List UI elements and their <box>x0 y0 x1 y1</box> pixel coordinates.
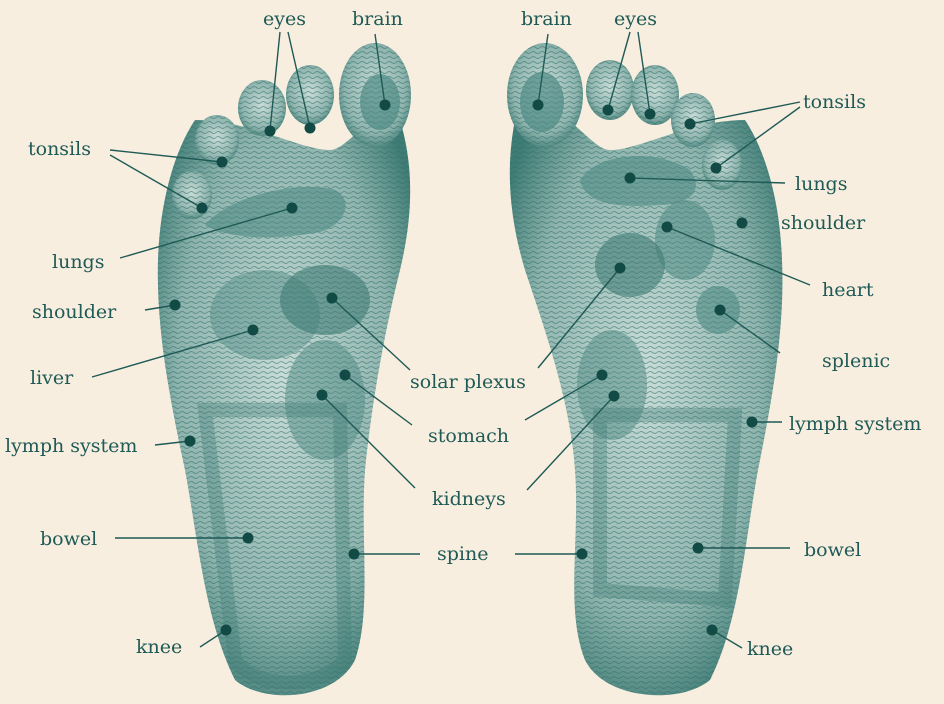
dot-right-tonsils-1 <box>685 119 696 130</box>
dot-right-heart <box>662 222 673 233</box>
dot-left-shoulder <box>170 300 181 311</box>
dot-right-shoulder <box>737 218 748 229</box>
label-kidneys: kidneys <box>432 488 506 510</box>
dot-right-lungs <box>625 173 636 184</box>
dot-right-bowel <box>693 543 704 554</box>
label-left-tonsils: tonsils <box>28 138 91 160</box>
label-left-bowel: bowel <box>40 528 97 550</box>
dot-left-tonsils-2 <box>197 203 208 214</box>
label-left-eyes: eyes <box>263 8 306 30</box>
left-foot <box>158 43 411 695</box>
label-spine: spine <box>437 543 488 565</box>
dot-left-lungs <box>287 203 298 214</box>
dot-left-tonsils-1 <box>217 157 228 168</box>
dot-left-lymph <box>185 436 196 447</box>
dot-right-tonsils-2 <box>711 163 722 174</box>
dot-left-bowel <box>243 533 254 544</box>
label-right-bowel: bowel <box>804 539 861 561</box>
dot-left-liver <box>248 325 259 336</box>
dot-right-eyes-1 <box>603 105 614 116</box>
dot-left-brain <box>380 100 391 111</box>
label-left-lungs: lungs <box>52 251 104 273</box>
right-foot <box>507 43 782 695</box>
dot-left-eyes-2 <box>305 123 316 134</box>
dot-left-eyes-1 <box>265 126 276 137</box>
label-right-tonsils: tonsils <box>803 91 866 113</box>
left-kidney-zone <box>285 340 365 460</box>
label-right-brain: brain <box>521 8 572 30</box>
label-left-brain: brain <box>352 8 403 30</box>
dot-right-brain <box>533 100 544 111</box>
dot-left-stomach <box>340 370 351 381</box>
dot-left-knee <box>221 625 232 636</box>
label-stomach: stomach <box>428 425 509 447</box>
dot-left-kidneys <box>317 390 328 401</box>
dot-right-kidneys <box>609 391 620 402</box>
dot-left-spine <box>349 549 360 560</box>
label-solar-plexus: solar plexus <box>410 371 526 393</box>
label-right-eyes: eyes <box>614 8 657 30</box>
label-right-lymph: lymph system <box>789 413 921 435</box>
label-right-lungs: lungs <box>795 173 847 195</box>
dot-right-spine <box>577 549 588 560</box>
right-stomach-zone <box>577 330 647 440</box>
label-right-knee: knee <box>747 638 793 660</box>
label-left-knee: knee <box>136 636 182 658</box>
dot-right-eyes-2 <box>645 109 656 120</box>
dot-right-lymph <box>747 417 758 428</box>
label-liver: liver <box>30 367 74 389</box>
label-left-lymph: lymph system <box>5 435 137 457</box>
dot-left-solar-plexus <box>327 293 338 304</box>
label-splenic: splenic <box>822 350 890 372</box>
dot-right-knee <box>707 625 718 636</box>
dot-right-solar-plexus <box>615 263 626 274</box>
label-right-shoulder: shoulder <box>781 212 866 234</box>
right-solar-plexus-zone <box>595 233 665 297</box>
dot-right-splenic <box>715 305 726 316</box>
label-heart: heart <box>822 279 874 301</box>
left-solar-plexus-zone <box>280 265 370 335</box>
label-left-shoulder: shoulder <box>32 301 117 323</box>
dot-right-stomach <box>597 370 608 381</box>
